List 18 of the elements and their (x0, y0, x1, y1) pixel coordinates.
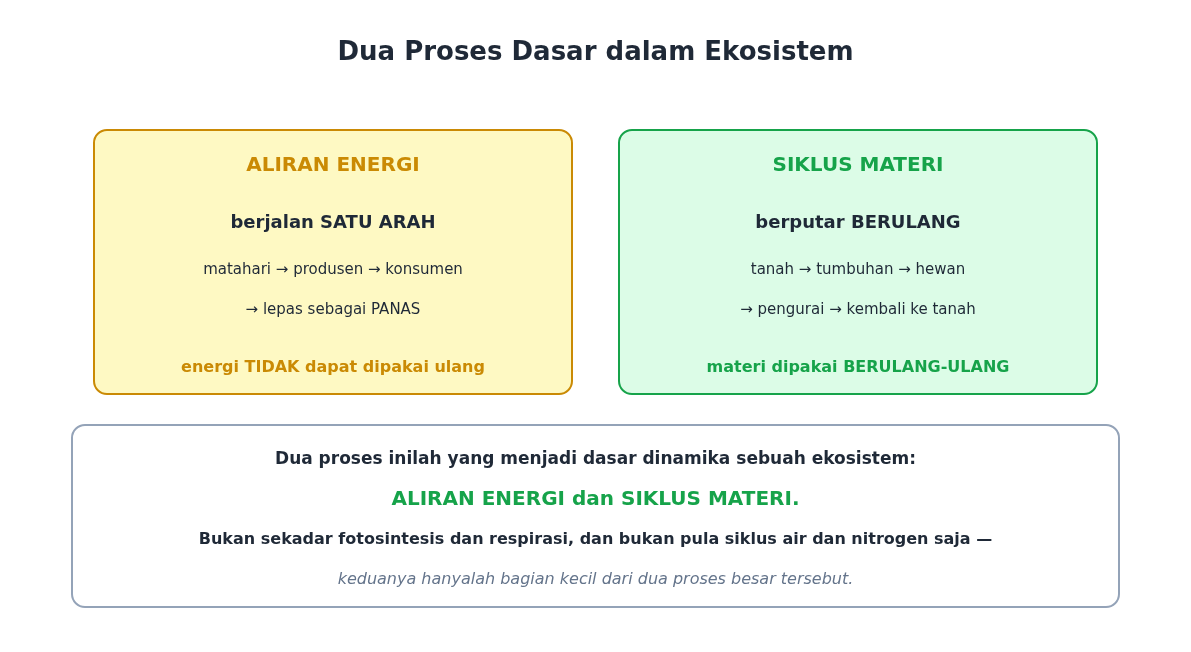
card-subheading: berputar BERULANG (755, 211, 961, 233)
card-heading: ALIRAN ENERGI (246, 153, 420, 175)
card-heading: SIKLUS MATERI (772, 153, 944, 175)
summary-text: Dua proses inilah yang menjadi dasar dinamika sebuah ekosistem: (275, 447, 916, 469)
page-title: Dua Proses Dasar dalam Ekosistem (337, 36, 854, 66)
summary-text: Bukan sekadar fotosintesis dan respirasi, dan bukan pula siklus air dan nitrogen saja — (198, 528, 993, 550)
flow-text: → pengurai → kembali ke tanah (740, 299, 976, 320)
flow-text: tanah → tumbuhan → hewan (750, 259, 966, 280)
card-subheading: berjalan SATU ARAH (230, 211, 436, 233)
summary-note: keduanya hanyalah bagian kecil dari dua proses besar tersebut. (337, 568, 854, 590)
info-card (71, 424, 1120, 608)
card-note: energi TIDAK dapat dipakai ulang (181, 356, 485, 378)
flow-text: → lepas sebagai PANAS (245, 299, 421, 320)
info-card (618, 129, 1098, 395)
card-note: materi dipakai BERULANG-ULANG (706, 356, 1010, 378)
summary-highlight: ALIRAN ENERGI dan SIKLUS MATERI. (391, 487, 800, 509)
flow-text: matahari → produsen → konsumen (203, 259, 463, 280)
info-card (93, 129, 573, 395)
